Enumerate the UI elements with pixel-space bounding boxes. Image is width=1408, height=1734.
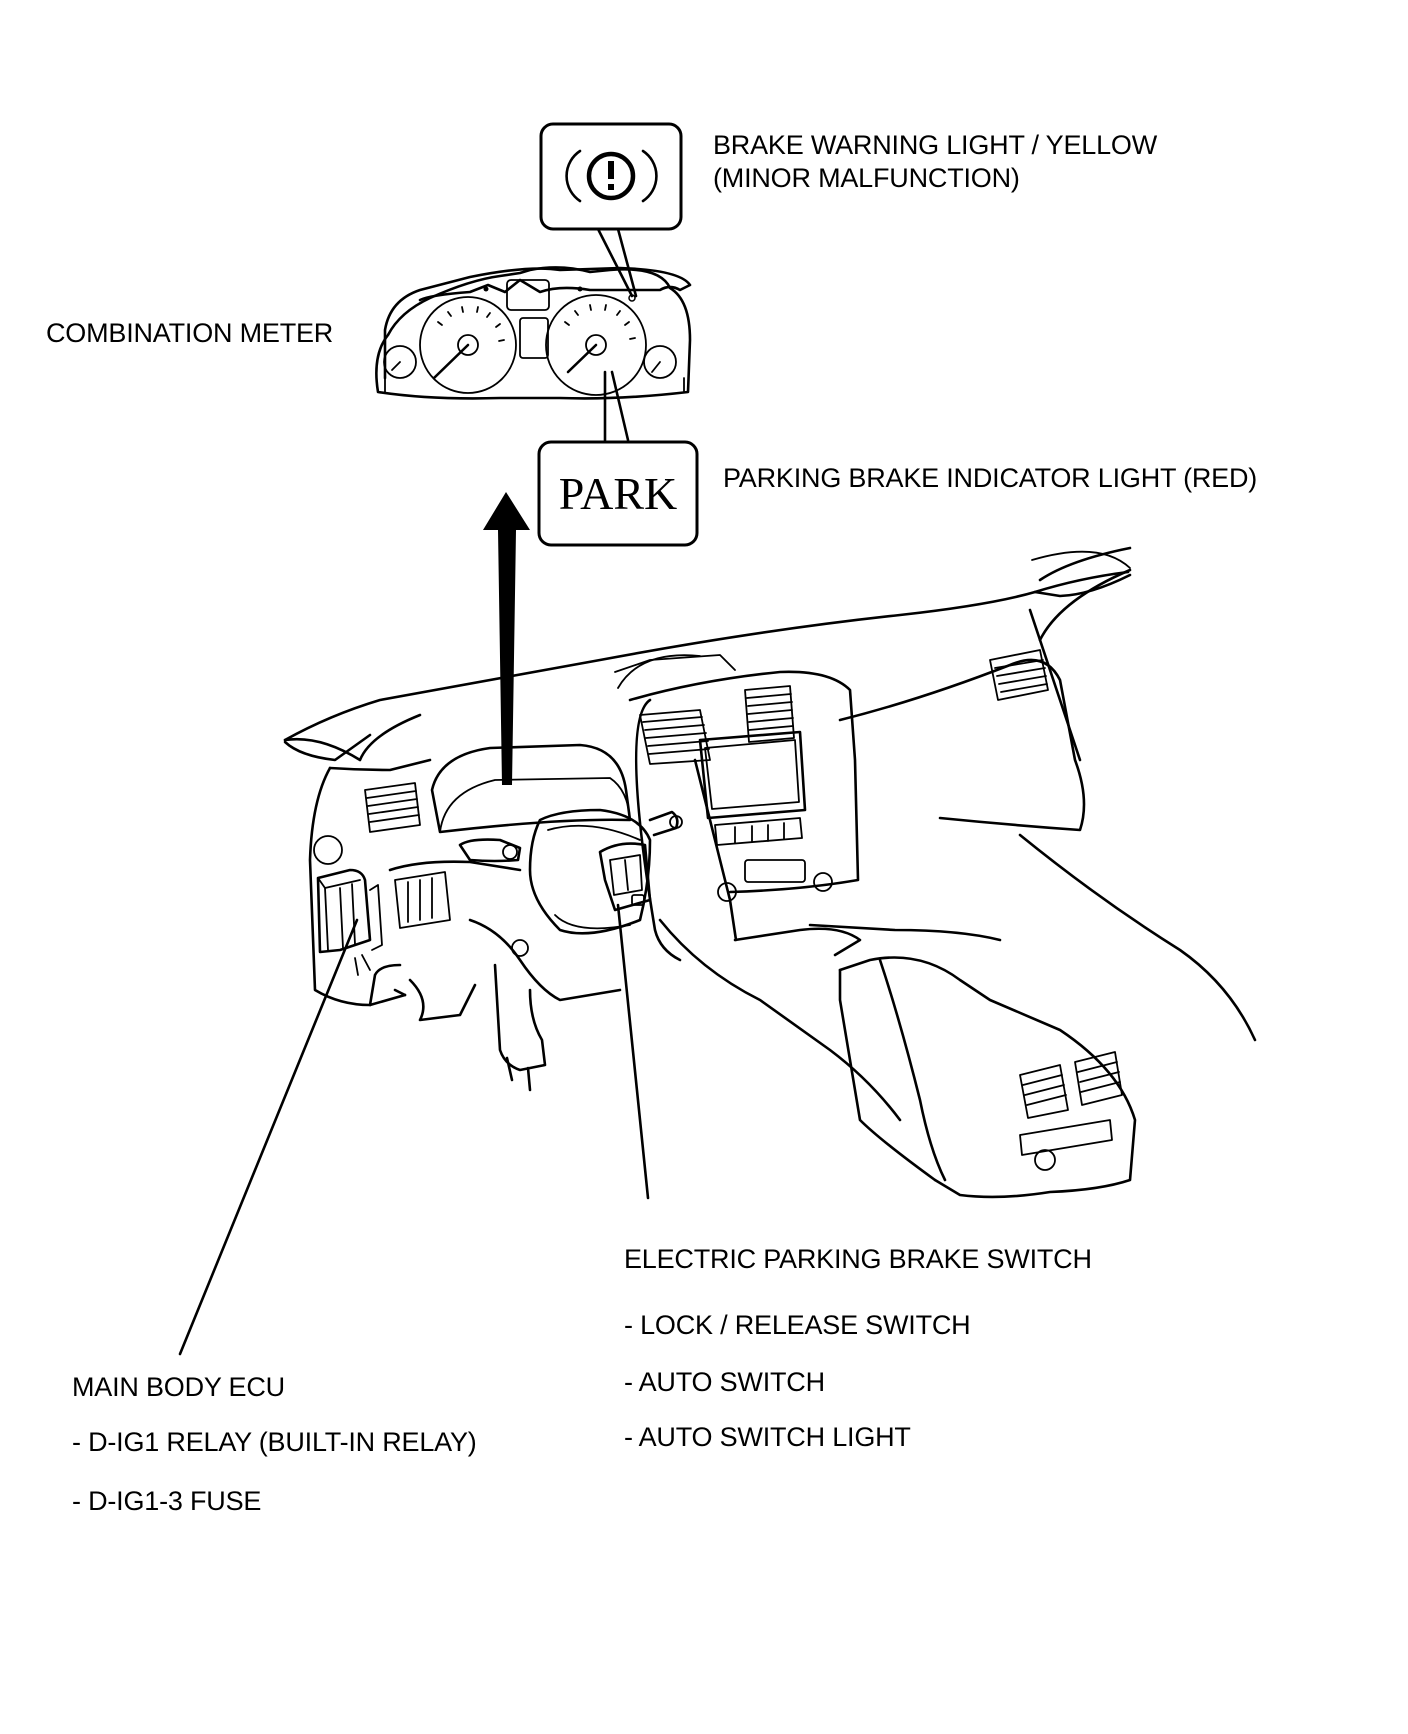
arrow-up-icon bbox=[483, 492, 530, 785]
park-indicator-callout: PARK bbox=[537, 370, 699, 547]
ecu-leader-line bbox=[178, 918, 359, 1356]
epb-item-auto-switch-light: - AUTO SWITCH LIGHT bbox=[624, 1422, 911, 1452]
park-box-text: PARK bbox=[559, 468, 677, 519]
epb-item-auto-switch: - AUTO SWITCH bbox=[624, 1367, 825, 1397]
combination-meter-label: COMBINATION METER bbox=[46, 318, 334, 348]
ecu-item-d-ig1-relay: - D-IG1 RELAY (BUILT-IN RELAY) bbox=[72, 1427, 477, 1457]
brake-warning-label-line2: (MINOR MALFUNCTION) bbox=[713, 163, 1020, 193]
brake-warning-label-line1: BRAKE WARNING LIGHT / YELLOW bbox=[713, 130, 1158, 160]
combination-meter bbox=[375, 266, 692, 400]
epb-item-lock-release: - LOCK / RELEASE SWITCH bbox=[624, 1310, 971, 1340]
brake-warning-callout bbox=[539, 122, 683, 298]
epb-switch-label: ELECTRIC PARKING BRAKE SWITCH bbox=[624, 1244, 1092, 1274]
leader-lines bbox=[178, 903, 650, 1356]
dashboard-illustration bbox=[283, 546, 1257, 1199]
parking-brake-indicator-label: PARKING BRAKE INDICATOR LIGHT (RED) bbox=[723, 463, 1258, 493]
brake-warning-icon bbox=[565, 149, 658, 203]
epb-leader-line bbox=[616, 903, 650, 1200]
main-body-ecu-label: MAIN BODY ECU bbox=[72, 1372, 285, 1402]
ecu-item-d-ig1-3-fuse: - D-IG1-3 FUSE bbox=[72, 1486, 262, 1516]
